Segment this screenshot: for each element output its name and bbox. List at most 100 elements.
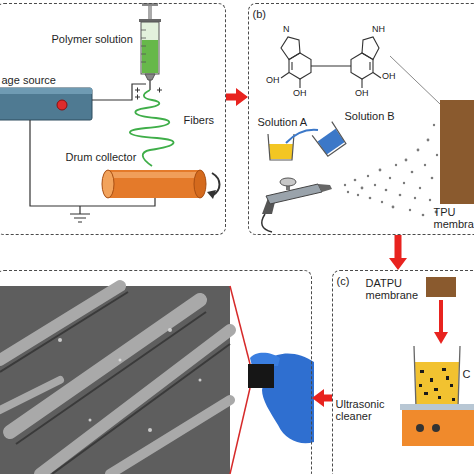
- spray: [431, 177, 434, 180]
- beaker: [415, 362, 459, 407]
- part-label: C: [463, 368, 474, 381]
- beaker: [419, 384, 422, 387]
- spray: [399, 194, 402, 197]
- airbrush: [262, 178, 332, 232]
- atom-label: OH: [382, 72, 396, 81]
- gloved-hand: [248, 353, 314, 443]
- chemical-structure: [311, 65, 351, 66]
- chemical-structure: [361, 79, 362, 88]
- sem-image: [199, 379, 202, 382]
- sem-image: [110, 400, 230, 474]
- spray: [395, 164, 397, 166]
- voltage-source: [0, 88, 92, 120]
- spray: [389, 177, 391, 179]
- panel-box: [0, 270, 312, 474]
- spray: [405, 159, 408, 162]
- beaker: [414, 346, 460, 408]
- part-label: Fibers: [184, 114, 230, 127]
- spray: [411, 171, 414, 174]
- chemical-structure: [373, 73, 381, 79]
- spray: [436, 154, 438, 156]
- atom-label: OH: [355, 89, 369, 98]
- ultrasonic-cleaner: [400, 404, 474, 410]
- panel-box: (b)Solution BSolution ATPU membra: [248, 3, 474, 235]
- spray: [392, 206, 395, 209]
- spray: [403, 182, 405, 184]
- part-label: Ultrasonic cleaner: [336, 398, 398, 423]
- ultrasonic-cleaner: [400, 404, 474, 446]
- beaker-a: [269, 144, 293, 159]
- sem-image: [52, 344, 230, 474]
- sem-image: [0, 286, 230, 474]
- beaker-b: [312, 122, 347, 157]
- chemical-structure: [281, 73, 289, 79]
- atom-label: OH: [293, 89, 307, 98]
- sem-image: [0, 286, 230, 474]
- syringe: [139, 3, 161, 90]
- airbrush: [318, 184, 332, 192]
- syringe: [148, 6, 152, 20]
- atom-label: OH: [266, 76, 280, 85]
- drum-collector: [108, 170, 200, 198]
- ultrasonic-cleaner: [402, 410, 474, 446]
- sem-image: [89, 419, 92, 422]
- sem-image: [58, 338, 62, 342]
- spray: [369, 197, 372, 200]
- spray: [381, 201, 383, 203]
- zoom-line: [230, 286, 250, 474]
- charge-sign: [135, 95, 140, 100]
- sem-image: [148, 428, 152, 432]
- part-label: Polymer solution: [52, 33, 144, 46]
- sem-image: [0, 380, 60, 410]
- beaker: [442, 368, 446, 371]
- beaker: [424, 392, 428, 395]
- syringe: [141, 22, 159, 74]
- process-arrow: [389, 235, 407, 270]
- wire: [92, 84, 146, 100]
- charge-sign: [135, 88, 140, 93]
- sem-image: [0, 286, 230, 474]
- panel-label: (b): [253, 8, 283, 21]
- syringe: [142, 40, 158, 73]
- beaker: [414, 346, 460, 408]
- spray: [422, 214, 425, 217]
- charge-sign: [157, 88, 162, 93]
- beaker: [450, 384, 453, 387]
- panel-box: (c)DATPU membraneUltrasonic cleanerC: [332, 270, 474, 474]
- zoom-line: [230, 286, 250, 364]
- spray: [385, 189, 388, 192]
- zoom-line: [230, 388, 250, 474]
- spray: [424, 164, 426, 166]
- beaker: [430, 378, 433, 382]
- beaker: [434, 388, 438, 391]
- part-label: TPU membra: [434, 206, 474, 231]
- chemical-structure: [362, 37, 379, 60]
- spray: [427, 139, 430, 142]
- spray: [354, 179, 357, 182]
- process-arrow: [226, 88, 248, 106]
- spray: [374, 184, 376, 186]
- ultrasonic-cleaner: [432, 424, 440, 432]
- process-arrow: [434, 300, 448, 344]
- chemical-structure: [289, 53, 311, 79]
- drum-collector: [207, 190, 216, 199]
- gloved-hand: [248, 364, 274, 388]
- spray: [344, 124, 438, 217]
- beaker: [419, 368, 455, 401]
- beaker-b: [312, 122, 347, 157]
- process-arrow: [434, 332, 448, 344]
- beaker-b: [318, 129, 345, 155]
- drum-collector: [102, 170, 220, 199]
- sem-image: [119, 359, 122, 362]
- spray: [347, 191, 349, 193]
- voltage-source: [0, 88, 92, 94]
- part-label: Solution B: [345, 110, 415, 123]
- sem-image: [16, 312, 206, 444]
- chemical-structure: [369, 62, 370, 70]
- beaker: [438, 396, 441, 399]
- process-arrow: [312, 389, 332, 407]
- beaker: [446, 376, 449, 380]
- syringe: [141, 30, 146, 62]
